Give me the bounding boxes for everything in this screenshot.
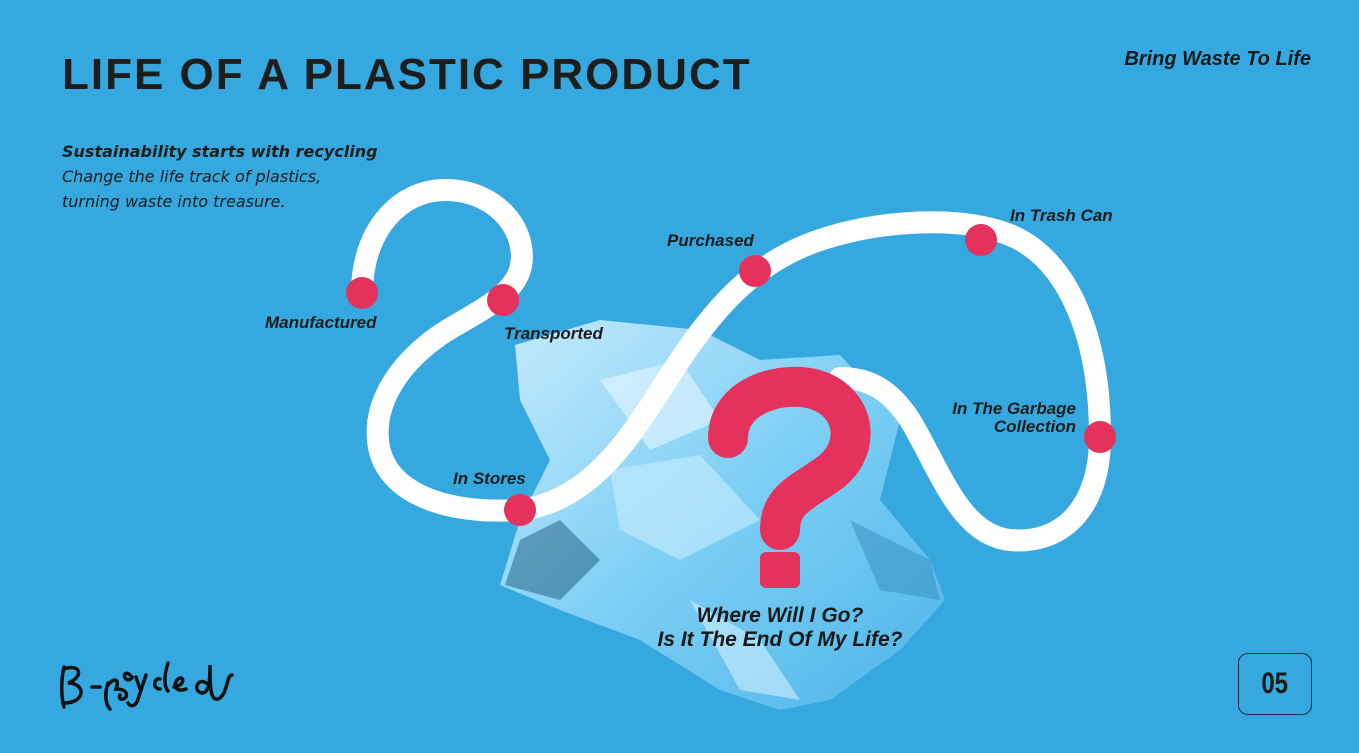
page-number-badge: 05 (1238, 653, 1312, 715)
b-recycled-logo-icon (59, 661, 234, 711)
stage-label-in-trash-can: In Trash Can (1010, 206, 1113, 225)
tagline: Bring Waste To Life (1124, 48, 1311, 70)
stage-dot-in-stores (504, 494, 536, 526)
life-track-path (351, 178, 1112, 552)
stage-dot-garbage-collection (1084, 421, 1116, 453)
question-line-2: Is It The End Of My Life? (657, 628, 903, 651)
page-number: 05 (1261, 667, 1289, 700)
stage-dot-transported (487, 284, 519, 316)
page-title: LIFE OF A PLASTIC PRODUCT (62, 50, 752, 99)
brand-logo (56, 655, 266, 720)
stage-dot-in-trash-can (965, 224, 997, 256)
question-line-1: Where Will I Go? (696, 604, 864, 627)
subheading-line-1: Change the life track of plastics, (62, 167, 322, 186)
stage-label-garbage-line-2: Collection (993, 417, 1076, 436)
stage-label-manufactured: Manufactured (265, 313, 377, 332)
stage-label-in-stores: In Stores (453, 469, 526, 488)
stage-label-garbage-collection: In The Garbage Collection (936, 400, 1076, 436)
subheading-bold: Sustainability starts with recycling (62, 142, 378, 161)
question-caption: Where Will I Go? Is It The End Of My Lif… (600, 604, 960, 652)
stage-dot-purchased (739, 255, 771, 287)
question-mark-icon (708, 366, 871, 588)
stage-dot-manufactured (346, 277, 378, 309)
subheading: Sustainability starts with recycling Cha… (62, 139, 378, 214)
subheading-line-2: turning waste into treasure. (62, 192, 286, 211)
stage-label-purchased: Purchased (667, 231, 754, 250)
stage-label-transported: Transported (504, 324, 603, 343)
stage-label-garbage-line-1: In The Garbage (952, 399, 1076, 418)
